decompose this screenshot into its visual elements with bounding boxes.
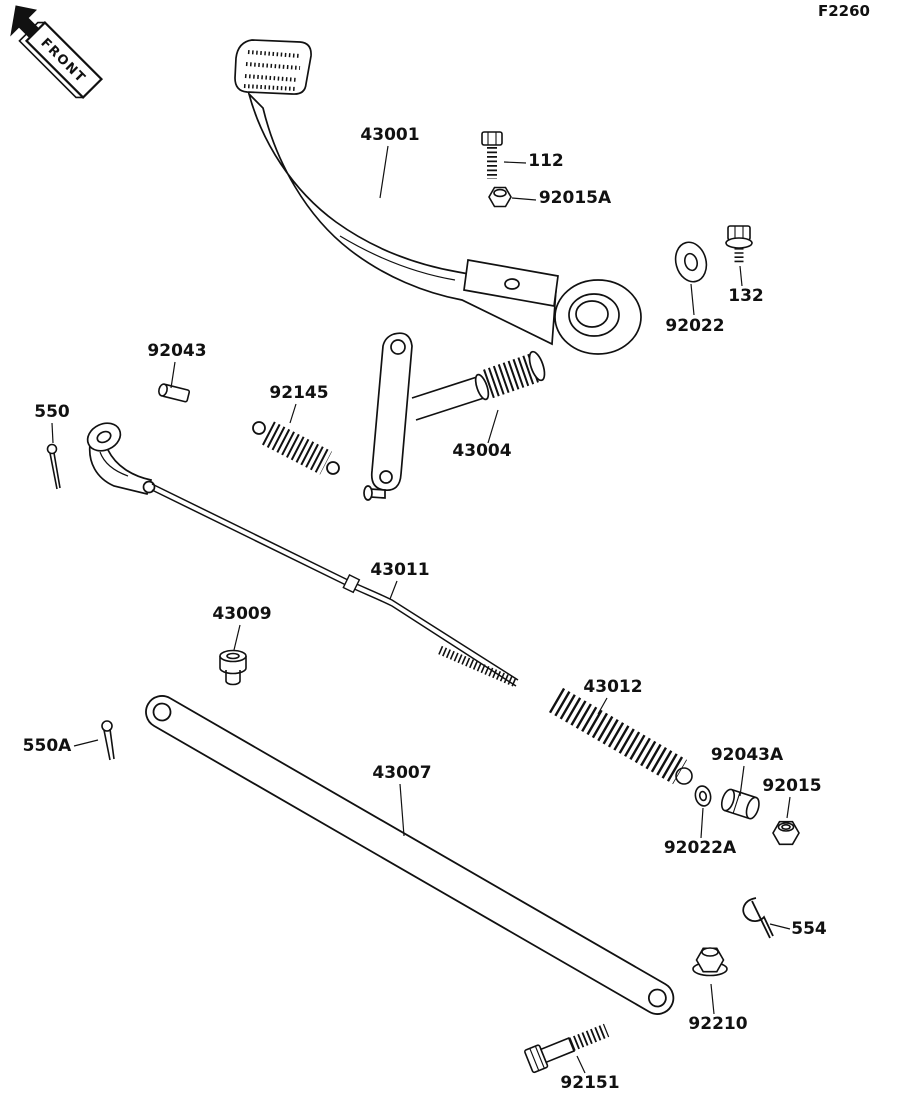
- part-label-92145: 92145: [269, 383, 328, 403]
- part-92151-bolt: [524, 1023, 610, 1074]
- part-43011-rod: [151, 483, 519, 688]
- leader-92043: [170, 361, 176, 389]
- leader-43001: [379, 145, 389, 199]
- leader-92022: [690, 283, 695, 316]
- leader-112: [503, 161, 527, 164]
- part-112-bolt: [481, 131, 503, 179]
- leader-lines: [51, 145, 791, 1074]
- part-labels: 43001 112 92015A 132 92022 92043 550 921…: [23, 125, 827, 1093]
- part-label-92015A: 92015A: [539, 188, 612, 208]
- pedal-bracket-hole: [504, 278, 520, 290]
- part-label-92043: 92043: [147, 341, 206, 361]
- leader-43009: [233, 624, 241, 651]
- front-marker: FRONT: [10, 5, 104, 100]
- part-label-554: 554: [791, 919, 827, 939]
- leader-132: [739, 265, 743, 287]
- front-box-3d-edge: [18, 21, 84, 99]
- part-92015-nut: [772, 820, 800, 846]
- part-92015A-nut: [488, 186, 512, 208]
- part-label-43011: 43011: [370, 560, 429, 580]
- leader-92145: [289, 403, 297, 424]
- leader-92015A: [511, 197, 537, 201]
- part-550A-cotter-pin: [101, 720, 115, 761]
- bolt-threads: [568, 1023, 610, 1052]
- part-label-92015: 92015: [762, 776, 821, 796]
- leader-550: [51, 422, 54, 444]
- front-box: [24, 20, 104, 100]
- figure-code: F2260: [818, 2, 870, 20]
- leader-43004: [487, 409, 499, 444]
- spring-coils: [548, 687, 688, 785]
- part-132-bolt: [725, 225, 753, 264]
- part-label-550A: 550A: [23, 736, 72, 756]
- leader-554: [769, 923, 791, 930]
- part-92210-flange-nut: [692, 947, 728, 977]
- part-label-92022A: 92022A: [664, 838, 737, 858]
- part-label-92043A: 92043A: [711, 745, 784, 765]
- leader-43012: [597, 697, 608, 715]
- part-label-92151: 92151: [560, 1073, 619, 1093]
- rod-threads: [438, 645, 518, 688]
- part-92022-washer: [674, 241, 708, 283]
- part-label-112: 112: [528, 151, 564, 171]
- part-92022A-washer: [694, 785, 712, 807]
- shaft-lever-plate: [370, 332, 413, 492]
- part-label-43007: 43007: [372, 763, 431, 783]
- part-43009-bushing: [219, 649, 247, 686]
- part-label-43012: 43012: [583, 677, 642, 697]
- spring-coils: [262, 421, 332, 475]
- part-554-clip: [742, 897, 774, 939]
- part-92043-pin: [158, 383, 191, 403]
- shaft-splines: [483, 353, 539, 399]
- pedal-pad: [234, 39, 312, 95]
- leader-43007: [399, 783, 405, 837]
- pedal-pad-texture: [243, 50, 301, 91]
- leader-92022A: [700, 807, 704, 839]
- part-43012-spring: [548, 687, 693, 785]
- pivot-boss-hole: [575, 300, 609, 328]
- part-label-132: 132: [728, 286, 764, 306]
- part-550-cotter-pin: [46, 443, 61, 490]
- leader-92015: [786, 796, 791, 819]
- leader-92210: [710, 983, 715, 1015]
- part-label-43001: 43001: [360, 125, 419, 145]
- part-92145-spring: [252, 421, 340, 475]
- part-label-43004: 43004: [452, 441, 511, 461]
- pedal-arm-inner-line: [339, 235, 456, 281]
- part-label-92210: 92210: [688, 1014, 747, 1034]
- leader-43011: [389, 580, 398, 600]
- leader-92151: [576, 1055, 586, 1074]
- part-43001-brake-pedal: [234, 39, 642, 355]
- part-label-550: 550: [34, 402, 70, 422]
- bell-crank-lever: [86, 422, 156, 496]
- part-43004-shaft-lever: [363, 332, 546, 501]
- part-43007-bar: [145, 695, 675, 1015]
- part-label-92022: 92022: [665, 316, 724, 336]
- leader-550A: [73, 739, 99, 747]
- part-label-43009: 43009: [212, 604, 271, 624]
- part-92043A-collar: [720, 788, 760, 820]
- leader-92043A: [739, 765, 745, 797]
